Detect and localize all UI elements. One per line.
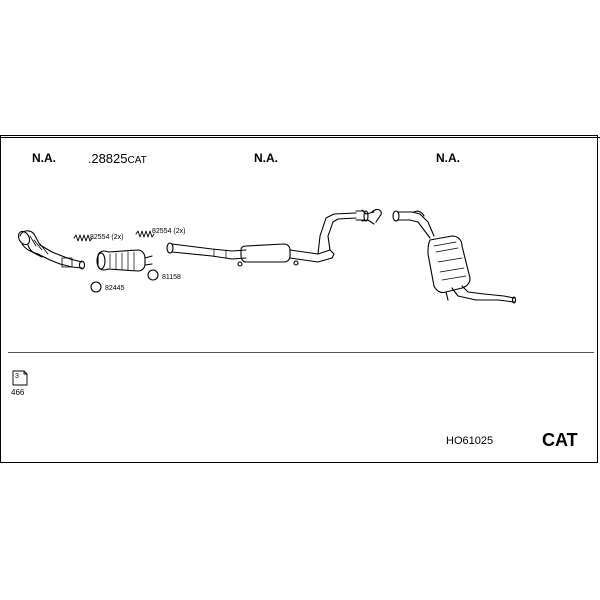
- gasket-ring-right: [147, 269, 159, 281]
- diagram-frame: [0, 135, 598, 463]
- part-number-gasket-right: 81158: [162, 274, 181, 281]
- part-number-clamp-left: 82554 (2x): [90, 234, 124, 241]
- spring-icon-right: [135, 230, 155, 238]
- main-part-number: 28825: [91, 151, 128, 166]
- main-part-suffix: CAT: [127, 155, 147, 166]
- category-label: CAT: [542, 430, 578, 450]
- front-pipe-part: [17, 230, 86, 270]
- sheet-ref-bottom: 466: [11, 388, 25, 397]
- label-na-mid: N.A.: [254, 151, 278, 165]
- document-code: HO61025: [446, 435, 494, 447]
- sheet-ref-icon: [12, 370, 28, 386]
- label-main-part: .28825CAT: [88, 150, 147, 168]
- rear-silencer-part: [392, 210, 517, 304]
- label-na-right: N.A.: [436, 151, 460, 165]
- part-number-gasket-left: 82445: [105, 285, 125, 292]
- part-number-clamp-right: 82554 (2x): [152, 228, 186, 235]
- middle-pipe-part: [166, 208, 382, 267]
- label-na-left: N.A.: [32, 151, 56, 165]
- header-rule: [0, 137, 600, 138]
- spring-icon-left: [73, 234, 93, 242]
- section-divider: [8, 352, 594, 353]
- catalytic-converter-part: [96, 249, 153, 272]
- main-part-prefix: .: [88, 152, 92, 166]
- gasket-ring-left: [90, 281, 102, 293]
- sheet-ref-top: 3: [15, 373, 19, 380]
